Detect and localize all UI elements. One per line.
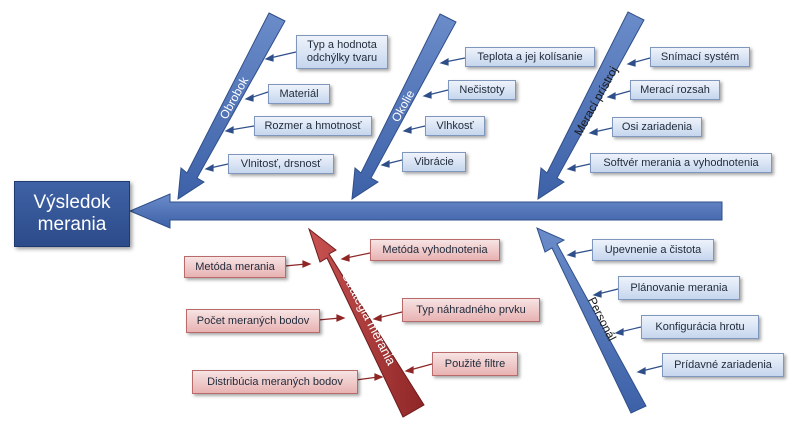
cause-text: Rozmer a hmotnosť bbox=[264, 120, 362, 132]
cause-box-personal-4: Prídavné zariadenia bbox=[662, 353, 784, 377]
cause-text: Plánovanie merania bbox=[630, 282, 728, 294]
cause-box-strategia-5: Použité filtre bbox=[432, 352, 518, 376]
cause-text: Softvér merania a vyhodnotenia bbox=[603, 157, 759, 169]
cause-text: Metóda vyhodnotenia bbox=[382, 244, 488, 256]
cause-box-personal-2: Plánovanie merania bbox=[618, 276, 740, 300]
cause-text: Typ a hodnota odchýlky tvaru bbox=[306, 39, 378, 64]
cause-text: Metóda merania bbox=[195, 261, 275, 273]
cause-text: Počet meraných bodov bbox=[196, 315, 310, 327]
branch-arrow-personal bbox=[536, 227, 647, 414]
cause-text: Upevnenie a čistota bbox=[604, 244, 702, 256]
cause-text: Použité filtre bbox=[444, 358, 506, 370]
cause-text: Snímací systém bbox=[660, 51, 740, 63]
cause-box-personal-1: Upevnenie a čistota bbox=[592, 239, 714, 261]
cause-text: Vlhkosť bbox=[436, 120, 474, 132]
cause-box-meraci-3: Osi zariadenia bbox=[612, 117, 702, 137]
cause-box-strategia-6: Distribúcia meraných bodov bbox=[192, 370, 358, 394]
branch-arrow-meraci-pristroj bbox=[537, 11, 645, 200]
cause-text: Teplota a jej kolísanie bbox=[477, 51, 583, 63]
cause-box-strategia-1: Metóda vyhodnotenia bbox=[370, 239, 500, 261]
cause-text: Prídavné zariadenia bbox=[674, 359, 772, 371]
result-line-2: merania bbox=[37, 214, 107, 235]
result-line-1: Výsledok bbox=[33, 192, 111, 213]
cause-box-okolie-1: Teplota a jej kolísanie bbox=[465, 47, 595, 67]
cause-box-meraci-4: Softvér merania a vyhodnotenia bbox=[590, 153, 772, 173]
cause-box-obrobok-4: Vlnitosť, drsnosť bbox=[228, 154, 334, 174]
cause-text: Materiál bbox=[279, 88, 319, 100]
cause-text: Osi zariadenia bbox=[621, 121, 693, 133]
cause-box-okolie-4: Vibrácie bbox=[402, 152, 466, 172]
branch-arrow-obrobok bbox=[177, 12, 286, 200]
cause-text: Typ náhradného prvku bbox=[416, 304, 526, 316]
result-box: Výsledok merania bbox=[14, 181, 130, 247]
branch-arrow-okolie bbox=[351, 13, 457, 200]
cause-box-obrobok-2: Materiál bbox=[268, 84, 330, 104]
cause-box-strategia-3: Typ náhradného prvku bbox=[402, 298, 540, 322]
cause-box-meraci-2: Merací rozsah bbox=[630, 80, 720, 100]
cause-text: Nečistoty bbox=[459, 84, 505, 96]
cause-text: Vibrácie bbox=[414, 156, 454, 168]
cause-box-okolie-2: Nečistoty bbox=[448, 80, 516, 100]
cause-box-okolie-3: Vlhkosť bbox=[425, 116, 485, 136]
branch-arrow-strategia bbox=[308, 227, 425, 418]
cause-text: Vlnitosť, drsnosť bbox=[240, 158, 322, 170]
cause-text: Distribúcia meraných bodov bbox=[207, 376, 343, 388]
cause-text: Konfigurácia hrotu bbox=[655, 321, 745, 333]
cause-box-strategia-4: Počet meraných bodov bbox=[186, 309, 320, 333]
cause-box-obrobok-1: Typ a hodnota odchýlky tvaru bbox=[296, 35, 388, 69]
cause-box-obrobok-3: Rozmer a hmotnosť bbox=[254, 116, 372, 136]
cause-box-meraci-1: Snímací systém bbox=[650, 47, 750, 67]
cause-box-personal-3: Konfigurácia hrotu bbox=[641, 315, 759, 339]
cause-text: Merací rozsah bbox=[640, 84, 710, 96]
spine-arrow bbox=[128, 193, 723, 229]
cause-box-strategia-2: Metóda merania bbox=[184, 256, 286, 278]
